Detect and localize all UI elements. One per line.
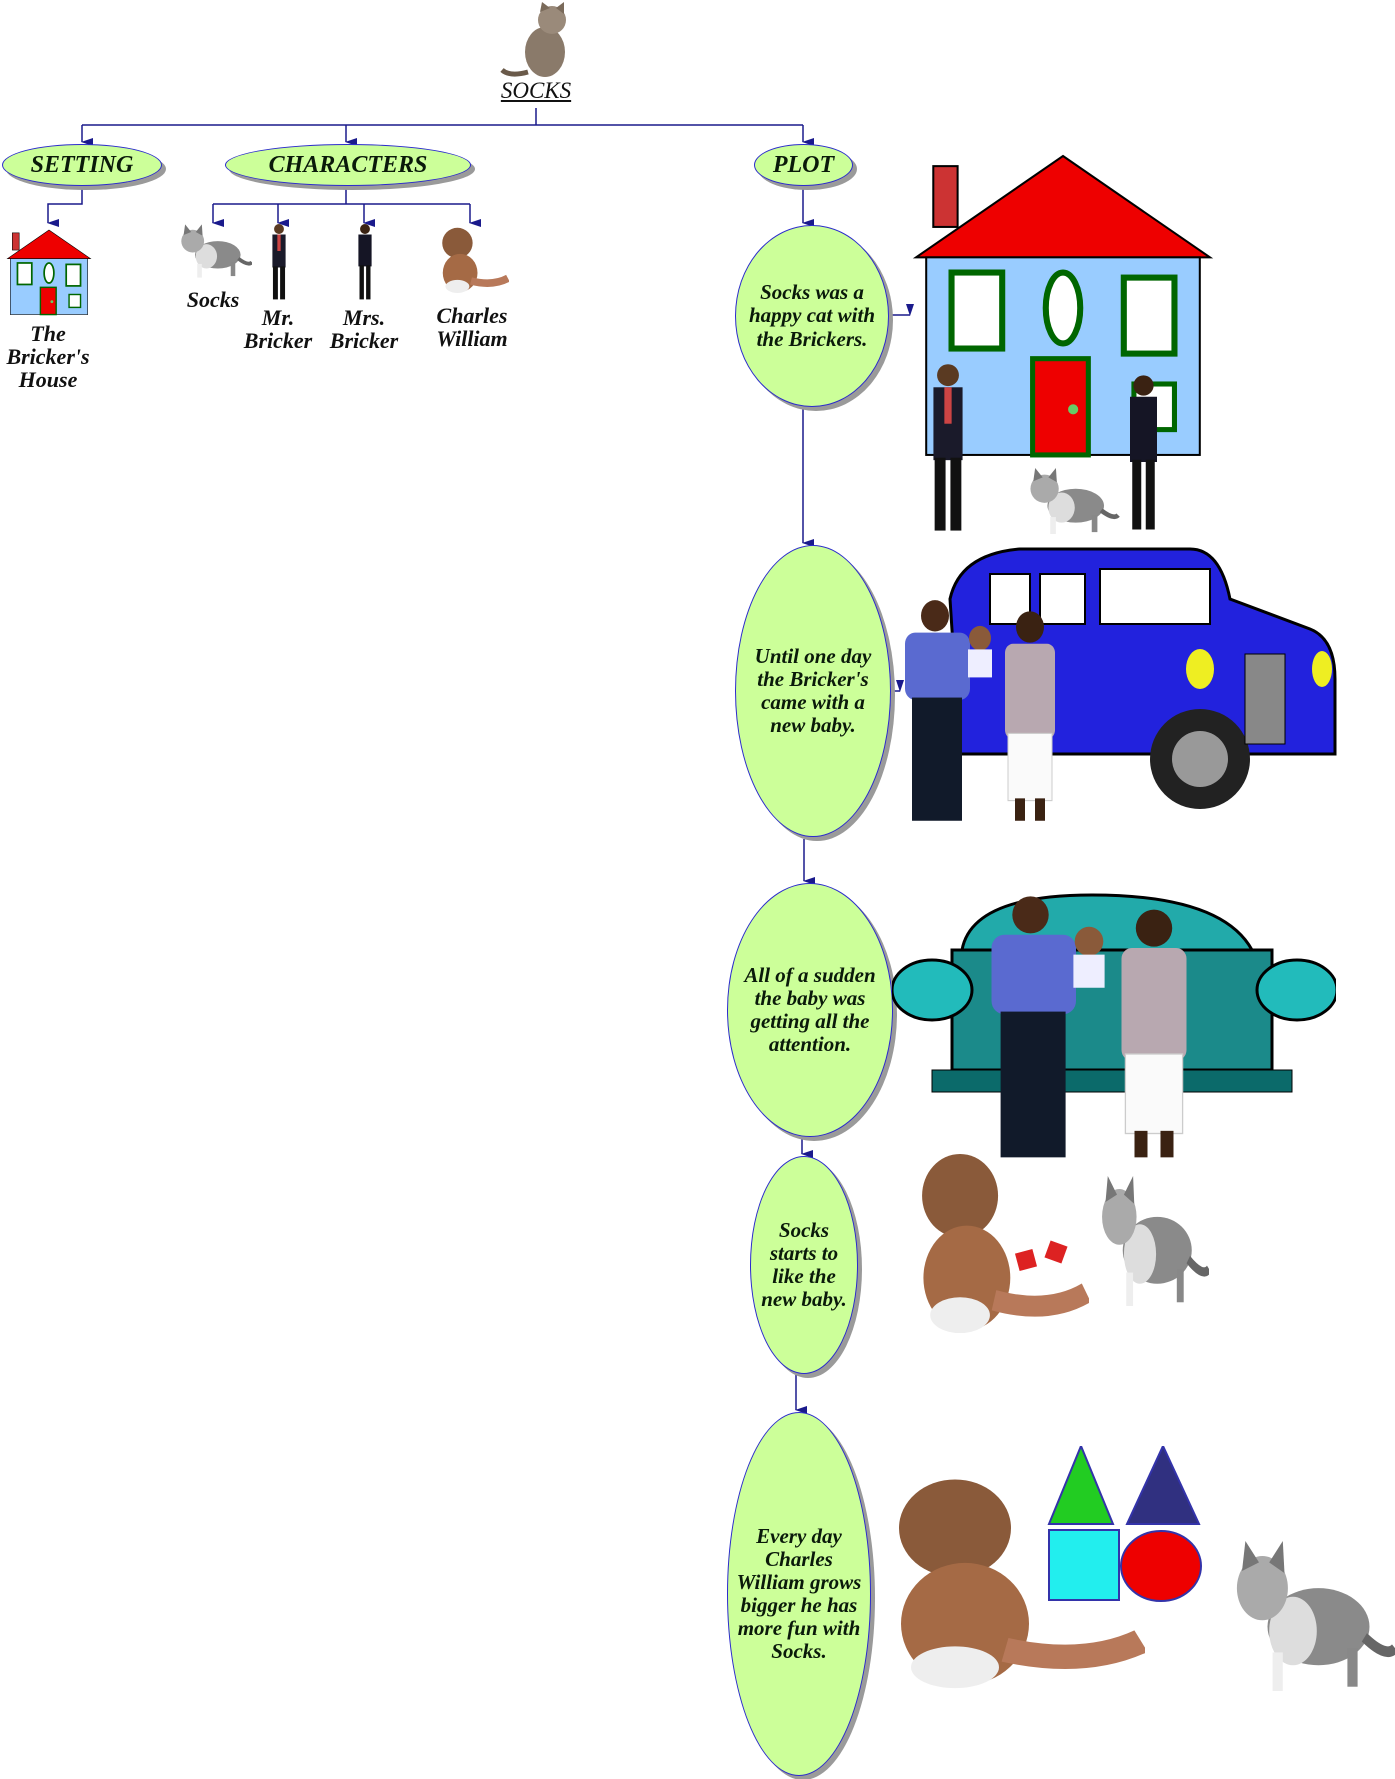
setting-item-label: The Bricker's House — [6, 321, 90, 393]
plot-event-4[interactable]: Socks starts to like the new baby. — [750, 1156, 858, 1374]
car-with-family-image — [890, 547, 1337, 823]
character-charles-william-label: Charles William — [436, 303, 508, 352]
charles-william-image — [433, 226, 509, 298]
character-socks-label: Socks — [186, 287, 240, 312]
couch-with-family-image — [892, 893, 1336, 1160]
house-with-family-image — [911, 138, 1215, 534]
plot-label: PLOT — [772, 151, 835, 178]
plot-event-5[interactable]: Every day Charles William grows bigger h… — [727, 1412, 871, 1776]
plot-event-1[interactable]: Socks was a happy cat with the Brickers. — [735, 225, 889, 407]
plot-event-text: All of a sudden the baby was getting all… — [744, 962, 876, 1057]
root-title[interactable]: SOCKS — [500, 78, 572, 103]
plot-event-3[interactable]: All of a sudden the baby was getting all… — [727, 883, 893, 1137]
plot-node[interactable]: PLOT — [754, 144, 853, 186]
socks-cat-image — [176, 222, 252, 280]
baby-dice-cat-image — [899, 1151, 1209, 1345]
plot-event-text: Every day Charles William grows bigger h… — [736, 1523, 862, 1664]
characters-label: CHARACTERS — [268, 151, 428, 178]
characters-node[interactable]: CHARACTERS — [225, 144, 471, 186]
root-cat-image — [500, 2, 566, 77]
plot-event-text: Until one day the Bricker's came with a … — [754, 643, 872, 738]
baby-shapes-cat-image — [865, 1446, 1395, 1702]
plot-event-text: Socks starts to like the new baby. — [761, 1217, 847, 1312]
setting-label: SETTING — [30, 151, 134, 178]
plot-event-2[interactable]: Until one day the Bricker's came with a … — [735, 545, 891, 837]
house-icon — [6, 226, 92, 320]
setting-node[interactable]: SETTING — [2, 144, 162, 186]
plot-event-text: Socks was a happy cat with the Brickers. — [748, 280, 875, 351]
mr-bricker-image — [268, 222, 290, 302]
character-mrs-bricker-label: Mrs. Bricker — [329, 305, 399, 354]
mrs-bricker-image — [354, 222, 376, 302]
character-mr-bricker-label: Mr. Bricker — [243, 305, 313, 354]
